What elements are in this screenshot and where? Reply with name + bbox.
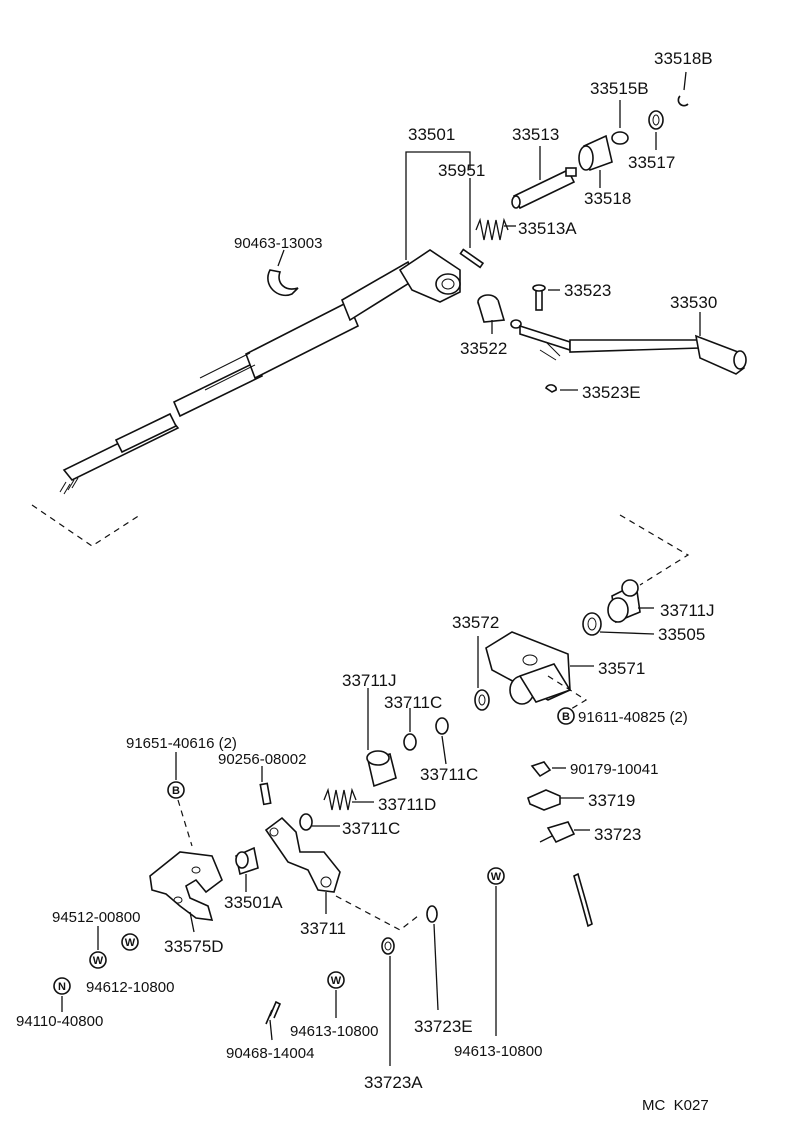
bushing-33522 <box>477 294 506 334</box>
diagram-code: MC K027 <box>642 1097 709 1114</box>
label-33711D: 33711D <box>378 795 436 814</box>
circle-symbol-w-94613-a <box>327 971 345 989</box>
bracket-33571 <box>485 631 594 705</box>
label-33513A: 33513A <box>518 219 577 238</box>
bushing-33518 <box>578 134 613 188</box>
clip-33523E <box>545 384 578 393</box>
washer-33515B <box>611 131 629 145</box>
label-33575D: 33575D <box>164 937 224 956</box>
label-33711C-c: 33711C <box>342 819 400 838</box>
label-91651-40616: 91651-40616 (2) <box>126 735 237 752</box>
bolt-33723 <box>539 821 590 844</box>
bushing-33711J-top <box>607 579 654 624</box>
label-33711: 33711 <box>300 919 346 938</box>
label-33501: 33501 <box>408 125 455 144</box>
circle-symbol-w-94612 <box>121 933 139 951</box>
label-33523: 33523 <box>564 281 611 300</box>
circle-symbol-w-text: W <box>331 975 342 987</box>
guide-line-33711 <box>335 895 419 931</box>
washer-33711C-b <box>435 717 449 735</box>
label-33723: 33723 <box>594 825 641 844</box>
circle-symbol-w-94613-b <box>487 867 505 885</box>
label-33517: 33517 <box>628 153 675 172</box>
washer-33711C-c <box>299 813 313 831</box>
circle-symbol-w-text: W <box>491 871 502 883</box>
label-90468-14004: 90468-14004 <box>226 1045 314 1062</box>
label-33523E: 33523E <box>582 383 641 402</box>
pin-33523 <box>532 284 560 311</box>
circle-symbol-n-94110 <box>53 977 71 995</box>
washer-33505 <box>582 612 655 636</box>
circle-symbol-b-91651 <box>167 781 185 799</box>
label-91611-40825: 91611-40825 (2) <box>578 709 688 726</box>
shift-tube <box>59 249 461 495</box>
label-33711J-top: 33711J <box>660 601 715 620</box>
spring-33513A <box>475 217 516 241</box>
shift-lever-33530 <box>510 312 747 375</box>
washer-33572 <box>474 636 490 711</box>
circle-symbol-b-91611 <box>557 707 575 725</box>
label-35951: 35951 <box>438 161 485 180</box>
washer-33711C-a <box>403 733 417 751</box>
label-33513: 33513 <box>512 125 559 144</box>
label-33723A: 33723A <box>364 1073 423 1092</box>
guide-line-upper-left <box>31 504 141 547</box>
label-33711C-a: 33711C <box>384 693 442 712</box>
label-94612-10800: 94612-10800 <box>86 979 174 996</box>
clip-33518B <box>677 95 689 107</box>
washer-33723E <box>426 905 439 1011</box>
label-33571: 33571 <box>598 659 645 678</box>
label-94613-10800-a: 94613-10800 <box>290 1023 378 1040</box>
circle-symbol-b-text: B <box>172 785 180 797</box>
label-90256-08002: 90256-08002 <box>218 751 306 768</box>
label-90179-10041: 90179-10041 <box>570 761 658 778</box>
label-33711J-mid: 33711J <box>342 671 397 690</box>
clip-90463 <box>267 249 299 297</box>
label-33530: 33530 <box>670 293 717 312</box>
lever-33711 <box>264 816 341 914</box>
label-94110-40800: 94110-40800 <box>16 1013 103 1030</box>
label-33719: 33719 <box>588 791 635 810</box>
bushing-33501A <box>235 846 259 892</box>
label-33505: 33505 <box>658 625 705 644</box>
guide-line-upper-right <box>619 514 690 586</box>
label-33723E: 33723E <box>414 1017 473 1036</box>
circle-symbol-w-94512 <box>89 951 107 969</box>
cotter-pin-90468 <box>265 1000 282 1025</box>
label-33522: 33522 <box>460 339 507 358</box>
clip-33719 <box>527 789 584 811</box>
pin-90256 <box>259 782 272 806</box>
rod-lower-right <box>573 872 593 928</box>
washer-33517 <box>648 110 664 150</box>
label-33515B: 33515B <box>590 79 649 98</box>
label-33572: 33572 <box>452 613 499 632</box>
label-94512-00800: 94512-00800 <box>52 909 140 926</box>
nut-90179 <box>530 761 552 778</box>
label-33711C-b: 33711C <box>420 765 478 784</box>
threaded-end <box>59 477 79 495</box>
bushing-33723A <box>381 937 395 1066</box>
label-94613-10800-b: 94613-10800 <box>454 1043 542 1060</box>
circle-symbol-w-text: W <box>125 937 136 949</box>
label-33518: 33518 <box>584 189 631 208</box>
guide-line-91611 <box>547 675 588 713</box>
circle-symbol-n-text: N <box>58 981 66 993</box>
bushing-33711J-mid <box>366 688 397 788</box>
part-labels: 33518B 33515B 33517 33501 33513 35951 33… <box>16 49 717 1114</box>
circle-symbol-w-text: W <box>93 955 104 967</box>
pin-35951 <box>459 248 485 269</box>
label-33518B: 33518B <box>654 49 713 68</box>
bracket-33575D <box>149 851 223 933</box>
spring-33711D <box>323 787 374 811</box>
label-90463-13003: 90463-13003 <box>234 235 322 252</box>
shaft-33513 <box>511 146 577 210</box>
circle-symbol-b-text: B <box>562 711 570 723</box>
guide-line-91651 <box>177 799 193 847</box>
label-33501A: 33501A <box>224 893 283 912</box>
